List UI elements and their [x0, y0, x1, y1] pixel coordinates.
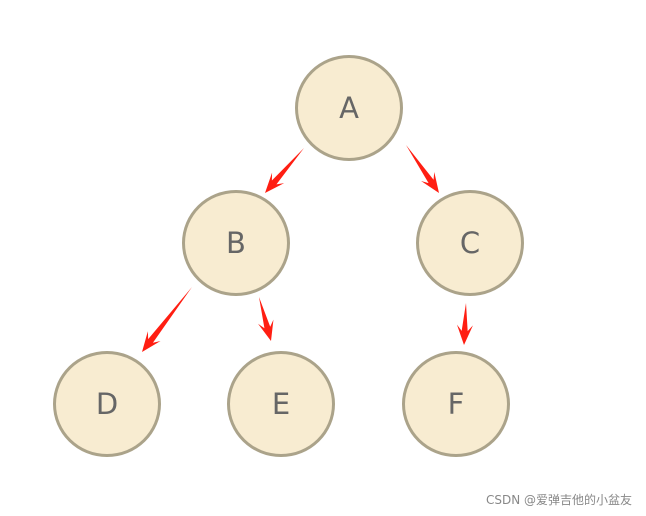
node-label: F [447, 387, 465, 421]
node-a: A [295, 55, 403, 161]
watermark: CSDN @爱弹吉他的小盆友 [485, 493, 632, 507]
node-label: E [271, 387, 291, 421]
arrow-b-d [142, 287, 192, 352]
arrow-b-e [258, 297, 274, 341]
node-label: B [226, 226, 246, 260]
node-label: D [95, 387, 119, 421]
arrow-c-f [456, 303, 473, 345]
arrow-a-b [265, 148, 304, 193]
arrow-a-c [406, 145, 439, 193]
node-e: E [227, 351, 335, 457]
node-label: C [459, 226, 481, 260]
node-b: B [182, 190, 290, 296]
node-f: F [402, 351, 510, 457]
node-c: C [416, 190, 524, 296]
node-label: A [339, 91, 359, 125]
node-d: D [53, 351, 161, 457]
